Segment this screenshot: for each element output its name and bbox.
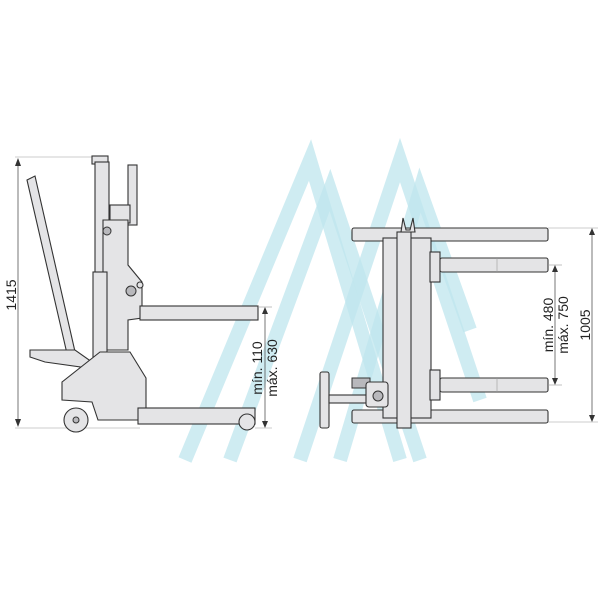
- tow-handle: [26, 175, 77, 359]
- mast-carriage: [102, 219, 143, 351]
- base-leg-top: [351, 227, 549, 242]
- fork-top: [439, 257, 549, 273]
- fork-height-min-label: mín. 110: [249, 341, 265, 395]
- base-leg: [137, 407, 256, 425]
- fork-bottom: [439, 377, 549, 393]
- hydraulic-cylinder: [92, 271, 108, 363]
- width-dimension-label: 1005: [577, 309, 593, 340]
- height-dimension-label: 1415: [3, 279, 19, 310]
- base-leg-bottom: [351, 409, 549, 424]
- fork-height-max-label: máx. 630: [264, 339, 280, 397]
- handle-grip: [319, 371, 330, 429]
- fork-spread-min-label: mín. 480: [540, 298, 556, 353]
- fork-spread-max-label: máx. 750: [555, 296, 571, 354]
- front-wheel: [238, 413, 256, 431]
- side-view-lifter: [15, 155, 272, 433]
- top-view-lifter: [319, 217, 598, 429]
- fork-arm: [139, 305, 259, 321]
